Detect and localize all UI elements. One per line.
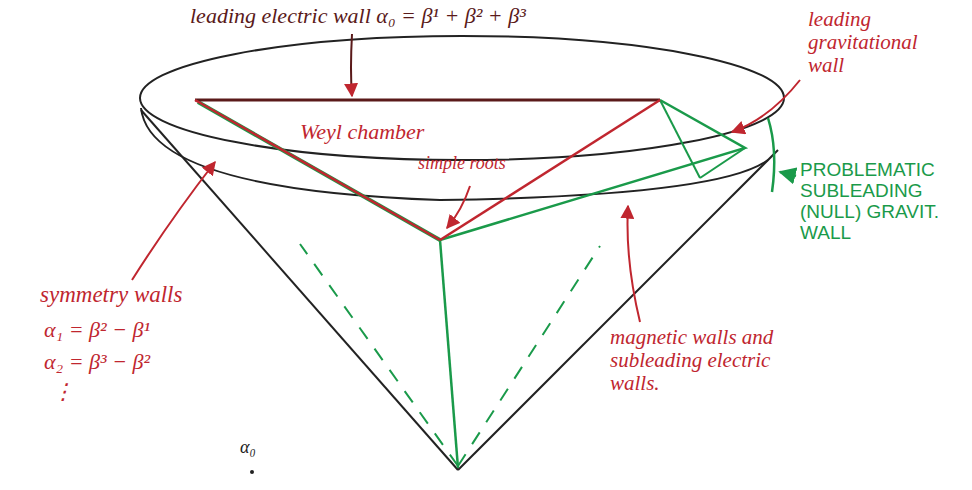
wall-edge [700, 148, 745, 178]
cone-rim [140, 36, 784, 160]
leader-arrow [780, 172, 796, 176]
roots-label: simple roots [418, 154, 528, 174]
leader-arrow [732, 80, 800, 132]
formula: α₂ = β³ − β² [44, 350, 234, 374]
wall-label: leading electric wall α₀ = β¹ + β² + β³ [190, 4, 610, 28]
root-label: α₀ [240, 438, 280, 458]
leader-arrow [447, 186, 470, 228]
wall-label: magnetic walls and subleading electric w… [610, 326, 800, 395]
bracket [768, 118, 774, 192]
region-label: Weyl chamber [300, 120, 460, 144]
leader-arrow [628, 206, 641, 322]
leader-arrow [351, 34, 352, 96]
electric-wall-edge [195, 99, 660, 102]
cone-side [141, 110, 458, 470]
ellipsis: ⋮ [52, 380, 92, 404]
wall-edge [660, 100, 700, 178]
dot [250, 470, 254, 474]
formula: α₁ = β² − β¹ [44, 318, 234, 342]
leader-arrow [132, 162, 215, 280]
wall-edge [440, 240, 458, 468]
wall-label: symmetry walls [40, 282, 210, 307]
wall-label: PROBLEMATIC SUBLEADING (NULL) GRAVIT. WA… [800, 160, 968, 244]
hidden-wall-edge [300, 244, 458, 466]
hidden-wall-edge [458, 246, 600, 466]
wall-label: leading gravitational wall [808, 8, 958, 77]
